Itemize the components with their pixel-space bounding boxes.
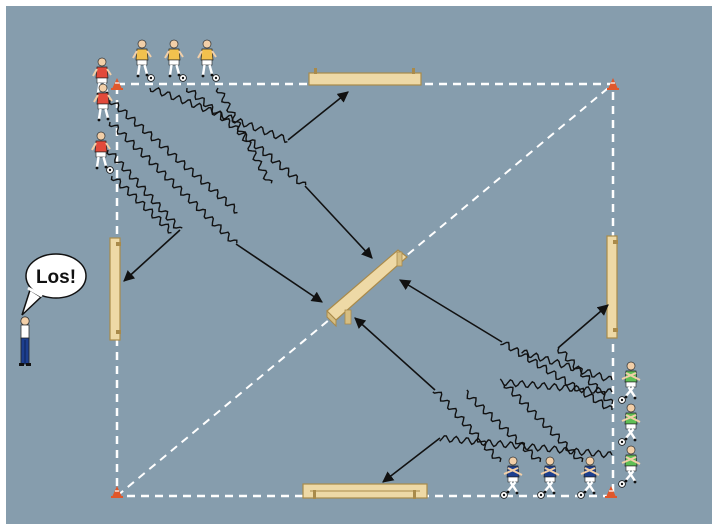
player-icon (500, 456, 523, 499)
ball-icon (537, 491, 545, 499)
dribble-path (185, 87, 307, 186)
dribble-path (108, 99, 238, 214)
dribble-paths (106, 87, 614, 463)
pass-arrow (382, 437, 441, 483)
bench-right (606, 235, 618, 339)
pass-arrow (235, 243, 323, 303)
dribble-path (215, 87, 273, 184)
dribble-path (432, 391, 502, 463)
player-icon (618, 445, 641, 488)
speech-bubble: Los! (21, 253, 87, 316)
cone-icon (111, 78, 123, 90)
player-icon (197, 39, 220, 82)
ball-icon (147, 74, 155, 82)
ball-icon (618, 438, 626, 446)
player-icon (577, 456, 600, 499)
player-icon (93, 83, 113, 122)
field (6, 6, 712, 524)
bench-bottom (302, 483, 428, 499)
dribble-path (500, 341, 613, 411)
player-icon (91, 131, 114, 174)
dribble-path (557, 346, 614, 405)
ball-icon (179, 74, 187, 82)
dribble-path (149, 87, 288, 144)
pass-arrow (354, 317, 436, 391)
pass-arrow (287, 91, 349, 141)
speech-bubble-text: Los! (36, 267, 76, 288)
ball-icon (618, 480, 626, 488)
ball-icon (106, 166, 114, 174)
player-icon (618, 361, 641, 404)
dribble-path (499, 378, 613, 396)
cone-icon (111, 486, 123, 498)
dribble-path (110, 175, 172, 234)
bench-left (109, 237, 121, 341)
dribble-path (439, 435, 613, 459)
ball-icon (577, 491, 585, 499)
pass-arrows (123, 91, 609, 483)
bench-center (326, 249, 408, 328)
player-icon (537, 456, 560, 499)
ball-icon (212, 74, 220, 82)
pass-arrow (123, 229, 181, 282)
pass-arrow (399, 279, 503, 343)
dribble-path (106, 149, 183, 229)
dribble-path (466, 389, 542, 463)
ball-icon (618, 396, 626, 404)
pass-arrow (304, 185, 373, 259)
cone-icon (607, 78, 619, 90)
dribble-path (503, 384, 584, 463)
dribble-path (521, 349, 613, 382)
bench-top (308, 68, 422, 86)
dribble-path (108, 121, 238, 244)
player-icon (132, 39, 155, 82)
player-icon (618, 403, 641, 446)
pass-arrow (557, 304, 609, 349)
players (91, 39, 641, 499)
cone-icon (605, 486, 617, 498)
coach-icon (19, 316, 31, 366)
ball-icon (500, 491, 508, 499)
player-icon (164, 39, 187, 82)
